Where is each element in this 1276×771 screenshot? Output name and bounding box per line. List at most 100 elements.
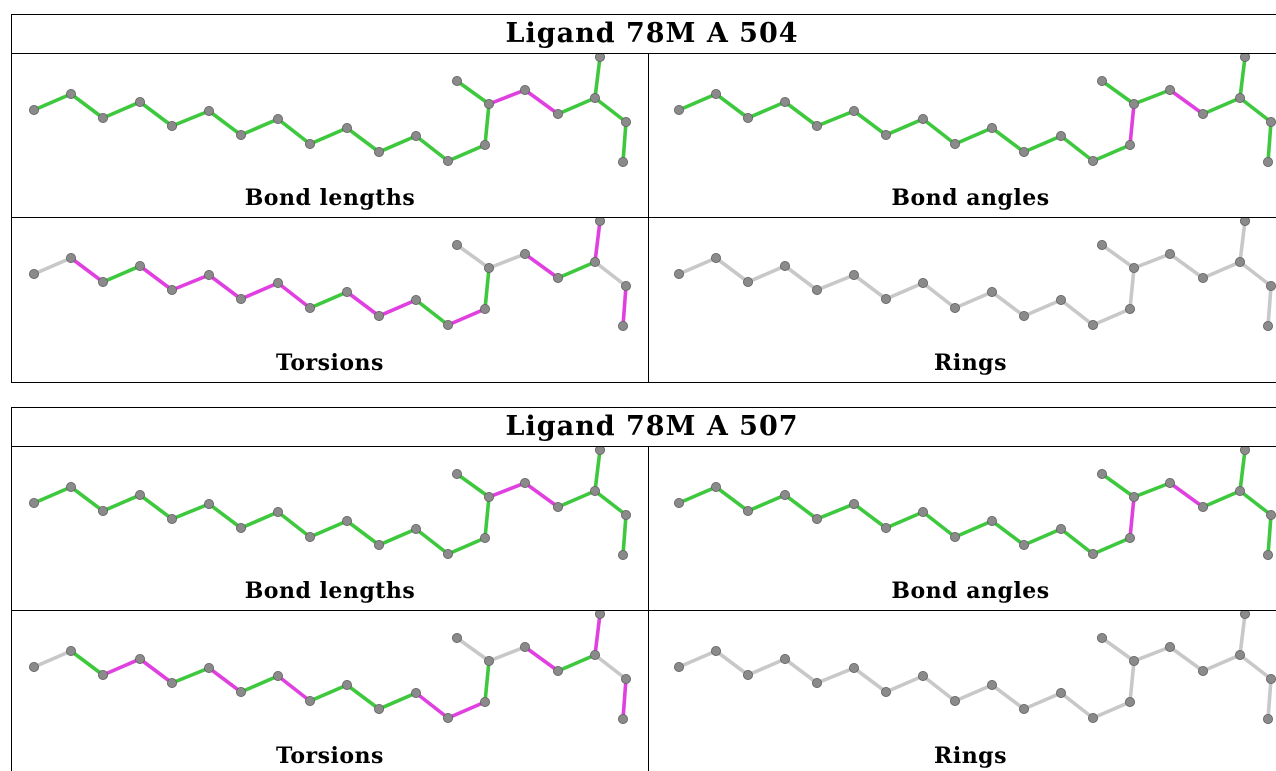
bond	[884, 281, 925, 301]
atom	[1198, 666, 1209, 677]
bond	[953, 683, 994, 703]
bond	[207, 666, 243, 694]
bond	[852, 273, 888, 301]
atom	[1198, 273, 1209, 284]
bond	[1201, 489, 1242, 509]
atom	[66, 646, 77, 657]
bond	[556, 653, 597, 673]
atom	[166, 514, 177, 525]
atom	[673, 105, 684, 116]
bond	[1238, 653, 1273, 681]
bond	[1266, 284, 1273, 328]
bond	[138, 100, 174, 128]
atom	[28, 498, 39, 509]
bond	[487, 252, 527, 270]
bond	[414, 134, 450, 163]
atom	[595, 218, 605, 226]
bond	[170, 273, 211, 292]
bond	[455, 472, 491, 499]
molecule-diagram	[673, 447, 1276, 561]
bond	[69, 649, 105, 677]
atom	[590, 486, 601, 497]
bond	[556, 489, 597, 509]
panel-caption: Bond angles	[891, 578, 1050, 604]
bond	[621, 120, 628, 164]
atom	[779, 97, 790, 108]
atom	[621, 117, 632, 128]
bond	[1238, 219, 1247, 264]
bond	[483, 266, 491, 311]
bond	[746, 657, 787, 677]
atom	[1240, 447, 1250, 455]
bond	[32, 485, 73, 505]
atom	[135, 490, 146, 501]
atom	[1235, 650, 1246, 661]
molecule-diagram	[673, 611, 1276, 725]
bond	[1201, 260, 1242, 280]
bond	[483, 102, 491, 147]
atom	[1266, 117, 1276, 127]
atom	[1128, 656, 1139, 667]
bond	[593, 96, 628, 124]
bond	[276, 674, 312, 703]
atom	[743, 113, 754, 124]
atom	[917, 114, 928, 125]
bond	[239, 510, 280, 530]
atom	[1096, 75, 1107, 86]
bond	[101, 264, 142, 284]
atom	[949, 696, 960, 707]
atom	[483, 263, 494, 274]
atom	[1235, 486, 1246, 497]
bond	[1238, 612, 1247, 657]
bond	[1091, 143, 1132, 163]
atom	[711, 482, 722, 493]
bond	[1091, 700, 1132, 720]
bond	[455, 636, 491, 663]
bond	[276, 510, 312, 539]
bond	[1022, 527, 1063, 547]
atom	[203, 270, 214, 281]
bond	[1238, 55, 1247, 100]
atom	[917, 507, 928, 518]
bond	[345, 683, 381, 711]
atom	[341, 516, 352, 527]
atom	[1018, 540, 1029, 551]
bond	[714, 649, 750, 677]
atom	[1263, 714, 1274, 725]
molecule-diagram	[28, 611, 632, 725]
atom	[410, 524, 421, 535]
bond	[621, 513, 628, 557]
atom	[1263, 157, 1274, 168]
bond	[621, 284, 628, 328]
atom	[1240, 611, 1250, 619]
bond	[1100, 79, 1136, 106]
atom	[1263, 550, 1274, 561]
atom	[1128, 263, 1139, 274]
atom	[880, 294, 891, 305]
atom	[28, 105, 39, 116]
bond	[1059, 527, 1095, 556]
atom	[272, 278, 283, 289]
panel-caption: Torsions	[276, 350, 384, 376]
atom	[590, 93, 601, 104]
bond	[523, 645, 560, 673]
atom	[442, 549, 453, 560]
atom	[1055, 131, 1066, 142]
atom	[949, 303, 960, 314]
atom	[341, 680, 352, 691]
atom	[595, 54, 605, 62]
bond	[523, 252, 560, 280]
bond	[523, 88, 560, 116]
bond	[1201, 96, 1242, 116]
bond	[593, 612, 602, 657]
bond	[1168, 88, 1205, 116]
bond	[714, 485, 750, 513]
atom	[304, 532, 315, 543]
bond	[1059, 691, 1095, 720]
atom	[779, 654, 790, 665]
atom	[373, 147, 384, 158]
bond	[990, 683, 1026, 711]
bond	[1266, 513, 1273, 557]
panel-rings: Rings	[649, 611, 1276, 771]
bond	[746, 264, 787, 284]
